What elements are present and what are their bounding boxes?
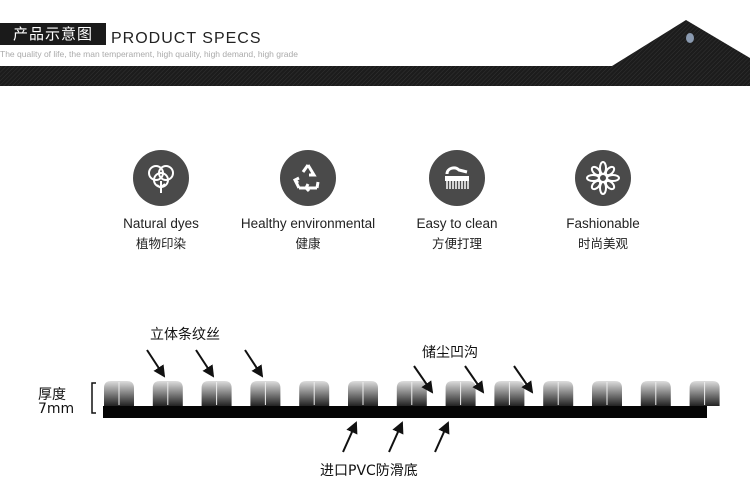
feature-natural-dyes: Natural dyes 植物印染 [81, 150, 241, 252]
arrows [146, 349, 534, 453]
feature-en: Easy to clean [416, 216, 498, 231]
feature-zh: 植物印染 [135, 236, 186, 251]
feature-healthy: Healthy environmental 健康 [228, 150, 388, 252]
thickness-value: 7mm [38, 401, 75, 417]
feature-fashionable: Fashionable 时尚美观 [523, 150, 683, 252]
feature-en: Fashionable [566, 216, 640, 231]
subtitle: The quality of life, the man temperament… [0, 49, 298, 59]
pvc-base [103, 406, 707, 418]
thickness-bracket [91, 382, 96, 414]
dot-icon [686, 33, 694, 43]
brush-icon [429, 150, 485, 206]
ridges-label: 立体条纹丝 [150, 327, 220, 343]
recycle-icon [280, 150, 336, 206]
tree-icon [133, 150, 189, 206]
feature-en: Natural dyes [123, 216, 199, 231]
cn-title: 产品示意图 [0, 23, 106, 45]
feature-zh: 健康 [295, 236, 321, 251]
base-label: 进口PVC防滑底 [320, 463, 418, 479]
feature-easy-clean: Easy to clean 方便打理 [377, 150, 537, 252]
feature-en: Healthy environmental [240, 216, 376, 231]
header-band [0, 20, 750, 86]
flower-icon [575, 150, 631, 206]
feature-zh: 时尚美观 [577, 236, 628, 251]
thickness-label: 厚度 [38, 387, 66, 403]
feature-zh: 方便打理 [431, 236, 482, 251]
en-title: PRODUCT SPECS [111, 30, 262, 47]
groove-label: 储尘凹沟 [422, 345, 478, 361]
